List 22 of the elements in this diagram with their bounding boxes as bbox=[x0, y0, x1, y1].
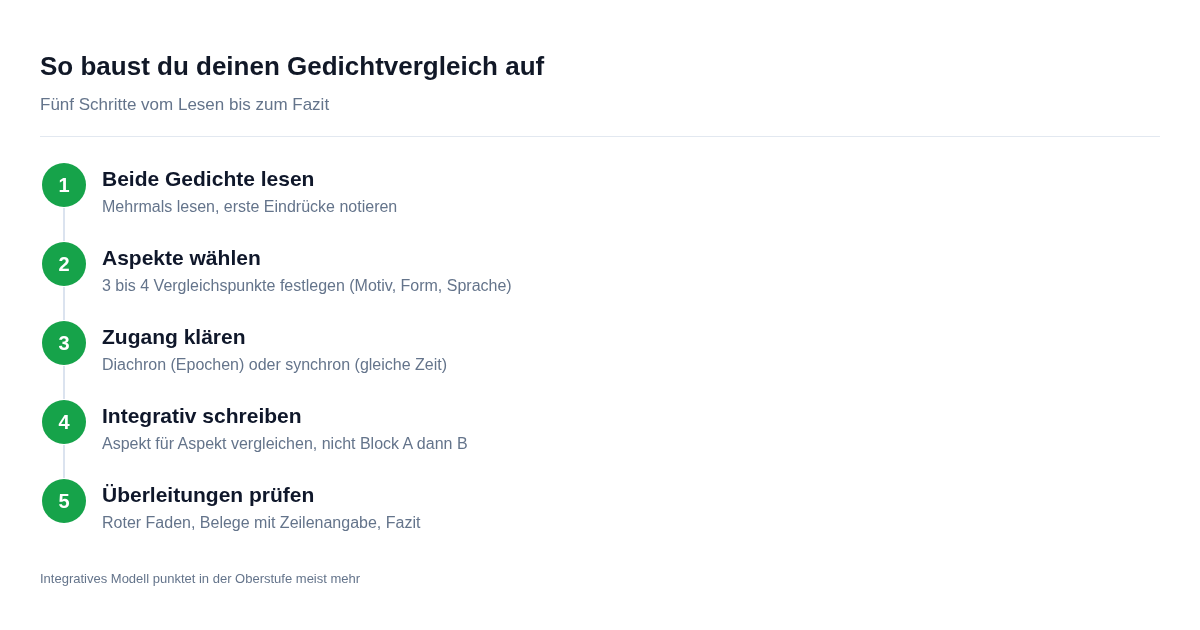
step-description: Roter Faden, Belege mit Zeilenangabe, Fazit bbox=[102, 513, 421, 533]
step-description: Mehrmals lesen, erste Eindrücke notieren bbox=[102, 197, 398, 217]
connector-line bbox=[63, 207, 65, 242]
step-title: Überleitungen prüfen bbox=[102, 483, 315, 507]
connector-line bbox=[63, 444, 65, 479]
step-number-circle: 4 bbox=[42, 400, 86, 444]
step-description: 3 bis 4 Vergleichspunkte festlegen (Motiv, Form, Sprache) bbox=[102, 276, 512, 296]
step-number-circle: 5 bbox=[42, 479, 86, 523]
step-description: Diachron (Epochen) oder synchron (gleiche Zeit) bbox=[102, 355, 448, 375]
step-title: Beide Gedichte lesen bbox=[102, 167, 315, 191]
step-number-circle: 2 bbox=[42, 242, 86, 286]
step-title: Zugang klären bbox=[102, 325, 246, 349]
step-description: Aspekt für Aspekt vergleichen, nicht Block A dann B bbox=[102, 434, 468, 454]
diagram-title: So baust du deinen Gedichtvergleich auf bbox=[40, 50, 545, 82]
footnote: Integratives Modell punktet in der Oberstufe meist mehr bbox=[40, 570, 361, 587]
step-title: Aspekte wählen bbox=[102, 246, 261, 270]
step-number-circle: 1 bbox=[42, 163, 86, 207]
step-title: Integrativ schreiben bbox=[102, 404, 302, 428]
connector-line bbox=[63, 286, 65, 321]
subtitle: Fünf Schritte vom Lesen bis zum Fazit bbox=[40, 94, 330, 116]
connector-line bbox=[63, 365, 65, 400]
step-number-circle: 3 bbox=[42, 321, 86, 365]
